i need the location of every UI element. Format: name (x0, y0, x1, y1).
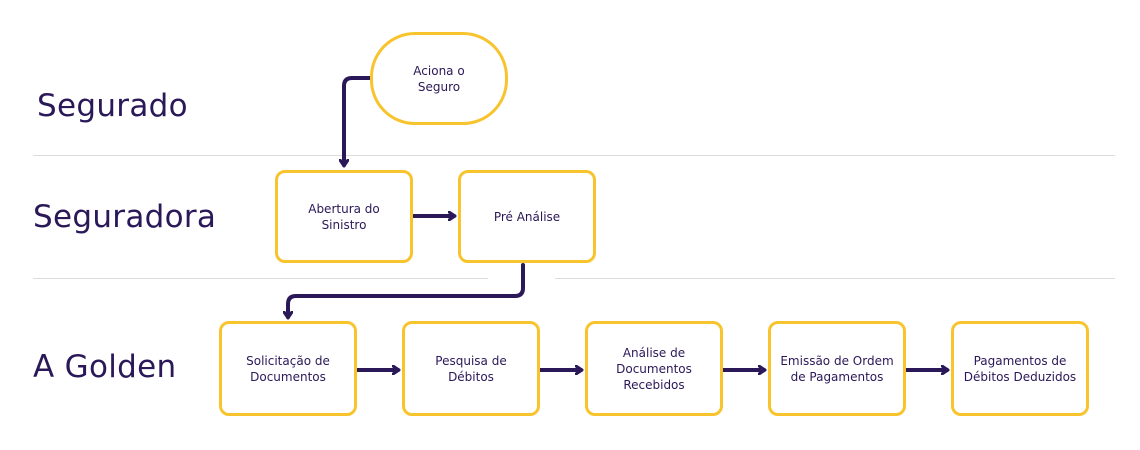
lane-divider (33, 278, 488, 279)
lane-label-golden: A Golden (33, 349, 177, 385)
arrow-aciona-to-abertura (344, 76, 372, 165)
lane-label-seguradora: Seguradora (33, 199, 217, 235)
node-label: Solicitação de Documentos (246, 353, 330, 384)
lane-divider (33, 155, 388, 156)
node-label: Pré Análise (493, 209, 561, 224)
node-analise-de-documentos: Análise de Documentos Recebidos (585, 321, 723, 416)
node-solicitacao-de-documentos: Solicitação de Documentos (219, 321, 357, 416)
node-emissao-de-ordem: Emissão de Ordem de Pagamentos (768, 321, 906, 416)
node-aciona-o-seguro: Aciona o Seguro (370, 32, 508, 125)
node-pesquisa-de-debitos: Pesquisa de Débitos (402, 321, 540, 416)
arrow-pre-analise-to-solicitacao (288, 263, 525, 317)
lane-divider (555, 278, 1115, 279)
node-label: Aciona o Seguro (413, 63, 465, 94)
lane-label-segurado: Segurado (37, 88, 188, 124)
node-label: Abertura do Sinistro (308, 201, 380, 232)
node-label: Pagamentos de Débitos Deduzidos (963, 353, 1077, 384)
node-pre-analise: Pré Análise (458, 170, 596, 263)
node-label: Análise de Documentos Recebidos (616, 345, 692, 392)
node-abertura-do-sinistro: Abertura do Sinistro (275, 170, 413, 263)
node-pagamentos-de-debitos: Pagamentos de Débitos Deduzidos (951, 321, 1089, 416)
node-label: Pesquisa de Débitos (435, 353, 507, 384)
node-label: Emissão de Ordem de Pagamentos (780, 353, 894, 384)
lane-divider (388, 155, 1115, 156)
